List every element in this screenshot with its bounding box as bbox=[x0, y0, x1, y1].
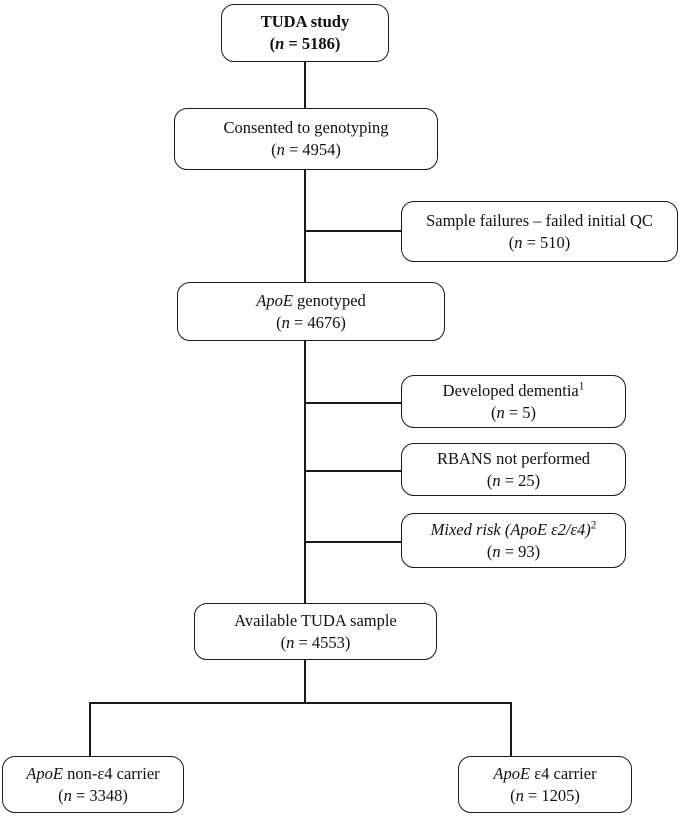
connector-branch-sample-failures bbox=[304, 230, 402, 232]
footnote-marker-2: 2 bbox=[590, 519, 597, 532]
node-tuda-study-line2: (n = 5186) bbox=[269, 34, 341, 53]
node-sample-failures[interactable]: Sample failures – failed initial QC (n =… bbox=[401, 201, 678, 262]
node-developed-dementia[interactable]: Developed dementia1 (n = 5) bbox=[401, 375, 626, 428]
node-non-e4-carrier[interactable]: ApoE non-ε4 carrier (n = 3348) bbox=[2, 756, 184, 813]
node-available-line2: (n = 4553) bbox=[280, 632, 351, 652]
node-mixed-risk-line1: Mixed risk (ApoE ε2/ε4)2 bbox=[430, 519, 597, 539]
node-non-e4-line2: (n = 3348) bbox=[58, 785, 128, 805]
connector-consented-to-apoe bbox=[304, 169, 306, 283]
node-apoe-genotyped-line1: ApoE genotyped bbox=[256, 290, 366, 310]
node-rbans-line2: (n = 25) bbox=[486, 470, 541, 490]
connector-branch-mixed-risk bbox=[304, 541, 402, 543]
footnote-marker-1: 1 bbox=[578, 380, 585, 393]
node-e4-line1: ApoE ε4 carrier bbox=[493, 763, 597, 783]
node-sample-failures-line2: (n = 510) bbox=[508, 232, 571, 252]
node-consented-line2: (n = 4954) bbox=[271, 140, 341, 159]
node-developed-dementia-line1: Developed dementia1 bbox=[442, 380, 585, 400]
node-mixed-risk[interactable]: Mixed risk (ApoE ε2/ε4)2 (n = 93) bbox=[401, 513, 626, 568]
connector-available-stem bbox=[304, 659, 306, 704]
node-mixed-risk-line2: (n = 93) bbox=[486, 541, 541, 561]
connector-drop-left bbox=[89, 702, 91, 756]
node-consented-line1: Consented to genotyping bbox=[223, 118, 389, 138]
connector-tuda-to-consented bbox=[304, 61, 306, 108]
node-tuda-study[interactable]: TUDA study (n = 5186) bbox=[221, 4, 389, 62]
connector-apoe-to-available bbox=[304, 340, 306, 605]
node-rbans-not-performed[interactable]: RBANS not performed (n = 25) bbox=[401, 443, 626, 496]
node-developed-dementia-line2: (n = 5) bbox=[490, 402, 537, 422]
connector-branch-rbans bbox=[304, 470, 402, 472]
node-e4-line2: (n = 1205) bbox=[510, 785, 580, 805]
connector-drop-right bbox=[510, 702, 512, 756]
node-available-line1: Available TUDA sample bbox=[234, 610, 397, 630]
node-available-tuda-sample[interactable]: Available TUDA sample (n = 4553) bbox=[194, 603, 437, 660]
node-rbans-line1: RBANS not performed bbox=[436, 448, 591, 468]
connector-branch-developed-dementia bbox=[304, 402, 402, 404]
connector-split-bar bbox=[89, 702, 512, 704]
node-consented-to-genotyping[interactable]: Consented to genotyping (n = 4954) bbox=[174, 108, 438, 170]
node-non-e4-line1: ApoE non-ε4 carrier bbox=[26, 763, 160, 783]
node-tuda-study-line1: TUDA study bbox=[260, 12, 350, 32]
node-e4-carrier[interactable]: ApoE ε4 carrier (n = 1205) bbox=[458, 756, 632, 813]
node-sample-failures-line1: Sample failures – failed initial QC bbox=[426, 210, 653, 230]
node-apoe-genotyped[interactable]: ApoE genotyped (n = 4676) bbox=[177, 282, 445, 341]
node-apoe-genotyped-line2: (n = 4676) bbox=[276, 312, 346, 332]
